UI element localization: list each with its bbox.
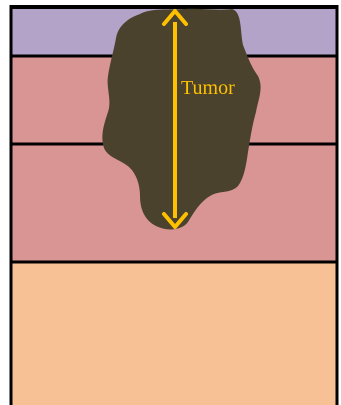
tumor-label: Tumor: [181, 77, 235, 99]
layer-bottom: [10, 262, 338, 405]
